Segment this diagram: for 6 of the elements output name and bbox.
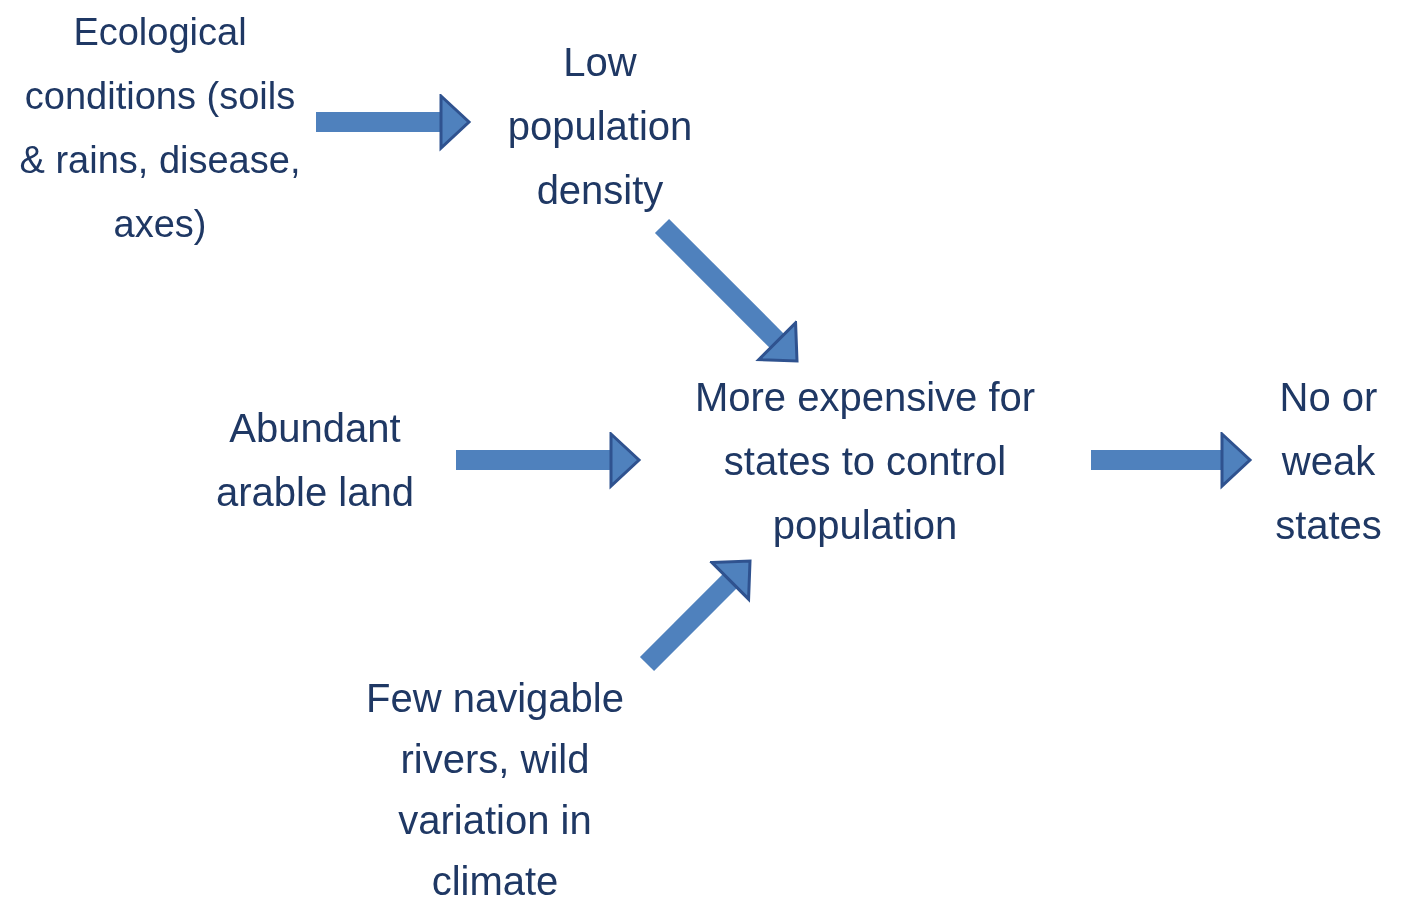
node-text: No or weak states [1274, 374, 1383, 549]
node-text: Ecological conditions (soils & rains, disease, axes) [18, 10, 302, 247]
node-text: Low population density [506, 39, 694, 214]
node-text: Abundant arable land [215, 405, 415, 516]
node-text: More expensive for states to control population [693, 374, 1037, 549]
node-text: Few navigable rivers, wild variation in climate [365, 675, 625, 905]
